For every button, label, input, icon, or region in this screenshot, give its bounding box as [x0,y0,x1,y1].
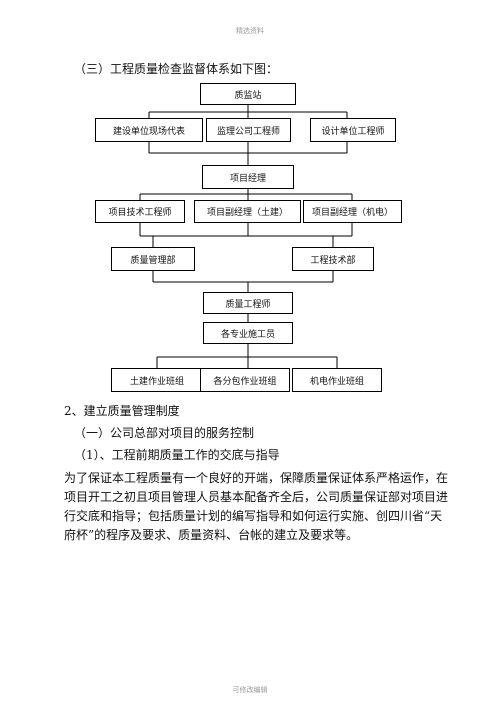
org-box-design-engineer: 设计单位工程师 [310,118,396,142]
paragraph-line: 府杯”的程序及要求、质量资料、台帐的建立及要求等。 [64,528,359,542]
org-box-quality-engineer: 质量工程师 [203,292,293,314]
org-box-project-manager: 项目经理 [202,165,294,189]
org-box-deputy-pm-mep: 项目副经理（机电） [303,200,402,223]
org-box-civil-work-team: 土建作业班组 [111,368,203,392]
section-heading: 2、建立质量管理制度 [64,404,180,418]
header-watermark: 精选资料 [236,27,264,35]
org-box-deputy-pm-civil: 项目副经理（土建） [194,200,301,223]
subsection-heading: （一）公司总部对项目的服务控制 [74,426,255,440]
org-box-specialty-foremen: 各专业施工员 [203,322,293,344]
paragraph-line: 行交底和指导；包括质量计划的编写指导和如何运行实施、创四川省“天 [64,509,443,523]
body-paragraph: 为了保证本工程质量有一个良好的开端，保障质量保证体系严格运作，在 项目开工之初且… [64,469,454,545]
diagram-intro: （三）工程质量检查监督体系如下图： [74,62,279,76]
org-box-engineering-technology-dept: 工程技术部 [292,247,374,271]
org-box-supervision-station: 质监站 [200,83,296,105]
paragraph-line: 项目开工之初且项目管理人员基本配备齐全后，公司质量保证部对项目进 [64,490,449,504]
org-box-subcontract-work-team: 各分包作业班组 [200,368,290,392]
org-box-supervision-engineer: 监理公司工程师 [206,118,291,142]
footer-watermark: 可修改编辑 [232,686,268,694]
org-box-mep-work-team: 机电作业班组 [292,368,382,392]
org-box-quality-management-dept: 质量管理部 [111,247,195,271]
sub-subsection-heading: （1）、工程前期质量工作的交底与指导 [74,448,280,462]
paragraph-line: 为了保证本工程质量有一个良好的开端，保障质量保证体系严格运作，在 [64,471,449,485]
org-box-owner-representative: 建设单位现场代表 [95,118,203,142]
org-box-technical-engineer: 项目技术工程师 [95,200,185,223]
